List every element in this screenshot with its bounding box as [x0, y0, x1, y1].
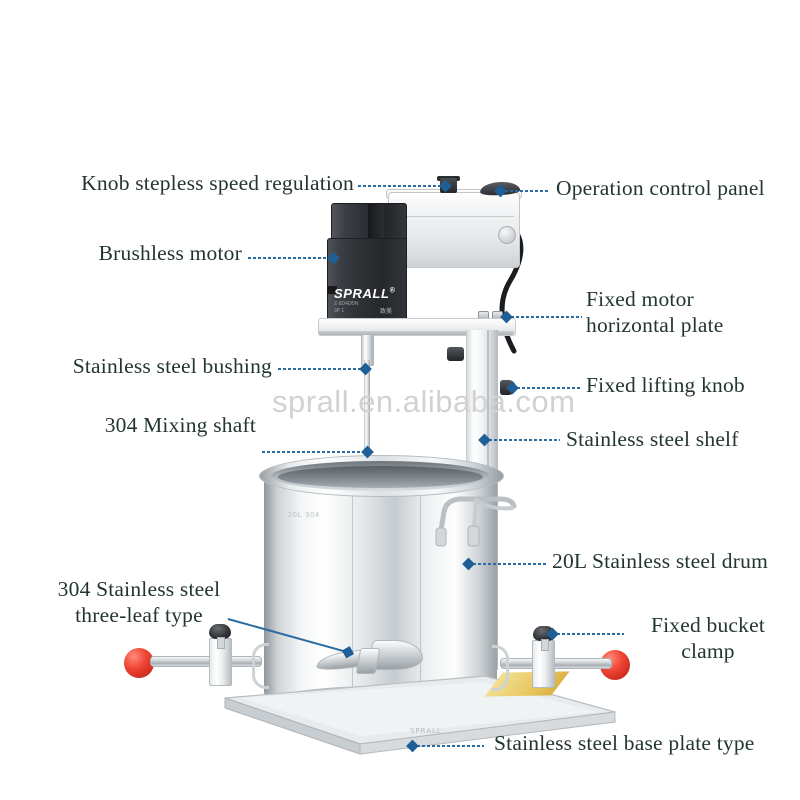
- callout-label-brushless-motor: Brushless motor: [98, 241, 242, 265]
- callout-label-fixed-bucket-clamp: Fixed bucket clamp: [650, 613, 766, 663]
- leader-line-stainless-steel-drum-20l: [462, 557, 546, 570]
- clamp-jaw-left: [252, 643, 269, 689]
- leader-line-stainless-steel-base-plate-type: [406, 739, 484, 752]
- drum-seam-right: [420, 470, 421, 700]
- callout-label-stainless-steel-three-leaf-type-304: 304 Stainless steel three-leaf type: [57, 577, 221, 627]
- brand-logo: SPRALL®: [334, 286, 395, 301]
- control-box-seam: [390, 216, 514, 217]
- brand-logo-text: SPRALL: [334, 286, 390, 301]
- leader-line-operation-control-panel: [494, 184, 550, 197]
- leader-line-stainless-steel-bushing: [278, 362, 372, 375]
- callout-label-fixed-lifting-knob: Fixed lifting knob: [586, 373, 745, 397]
- svg-text:SPRALL: SPRALL: [410, 727, 442, 735]
- motor-notch: [327, 286, 337, 294]
- callout-label-stainless-steel-bushing: Stainless steel bushing: [72, 354, 272, 378]
- leader-line-mixing-shaft-304: [262, 445, 374, 458]
- clamp-rod-left: [150, 656, 262, 667]
- cable-port-icon: [498, 226, 516, 244]
- horizontal-plate-edge: [318, 331, 514, 335]
- callout-label-stainless-steel-base-plate-type: Stainless steel base plate type: [494, 731, 755, 755]
- leader-line-fixed-motor-horizontal-plate: [500, 310, 582, 323]
- drum-seam-left: [352, 470, 353, 700]
- clamp-rod-right: [500, 658, 612, 669]
- column-clamp-knob-icon[interactable]: [447, 347, 464, 361]
- motor-spec-line1: Z-8D40/5N: [334, 301, 359, 307]
- callout-label-mixing-shaft-304: 304 Mixing shaft: [104, 413, 256, 437]
- drum-handle-icon: [435, 496, 517, 547]
- leader-line-fixed-bucket-clamp: [546, 627, 624, 640]
- leader-line-fixed-lifting-knob: [506, 381, 580, 394]
- callout-label-stainless-steel-shelf: Stainless steel shelf: [566, 427, 739, 451]
- drum-capacity-marking: 20L 304: [288, 512, 321, 519]
- clamp-ball-left-icon[interactable]: [124, 648, 154, 678]
- leader-line-knob-stepless-speed-regulation: [358, 179, 452, 192]
- callout-label-stainless-steel-drum-20l: 20L Stainless steel drum: [552, 549, 768, 573]
- registered-mark: ®: [389, 287, 396, 295]
- motor-spec-line2: 3P 1: [334, 308, 345, 314]
- leader-line-brushless-motor: [248, 251, 340, 264]
- clamp-knob-left-icon[interactable]: [209, 624, 231, 649]
- watermark: sprall.en.alibaba.com: [272, 384, 576, 419]
- impeller-blade-right: [371, 640, 423, 670]
- callout-label-knob-stepless-speed-regulation: Knob stepless speed regulation: [81, 171, 354, 195]
- clamp-jaw-right: [492, 645, 509, 691]
- motor-vent-strip: [368, 204, 384, 244]
- drum-interior: [278, 466, 483, 488]
- leader-line-stainless-steel-shelf: [478, 433, 560, 446]
- callout-label-fixed-motor-horizontal-plate: Fixed motor horizontal plate: [586, 287, 724, 337]
- motor-spec-text-right: 致美: [380, 309, 393, 315]
- brushless-motor-body: [327, 238, 407, 324]
- callout-label-operation-control-panel: Operation control panel: [556, 176, 765, 200]
